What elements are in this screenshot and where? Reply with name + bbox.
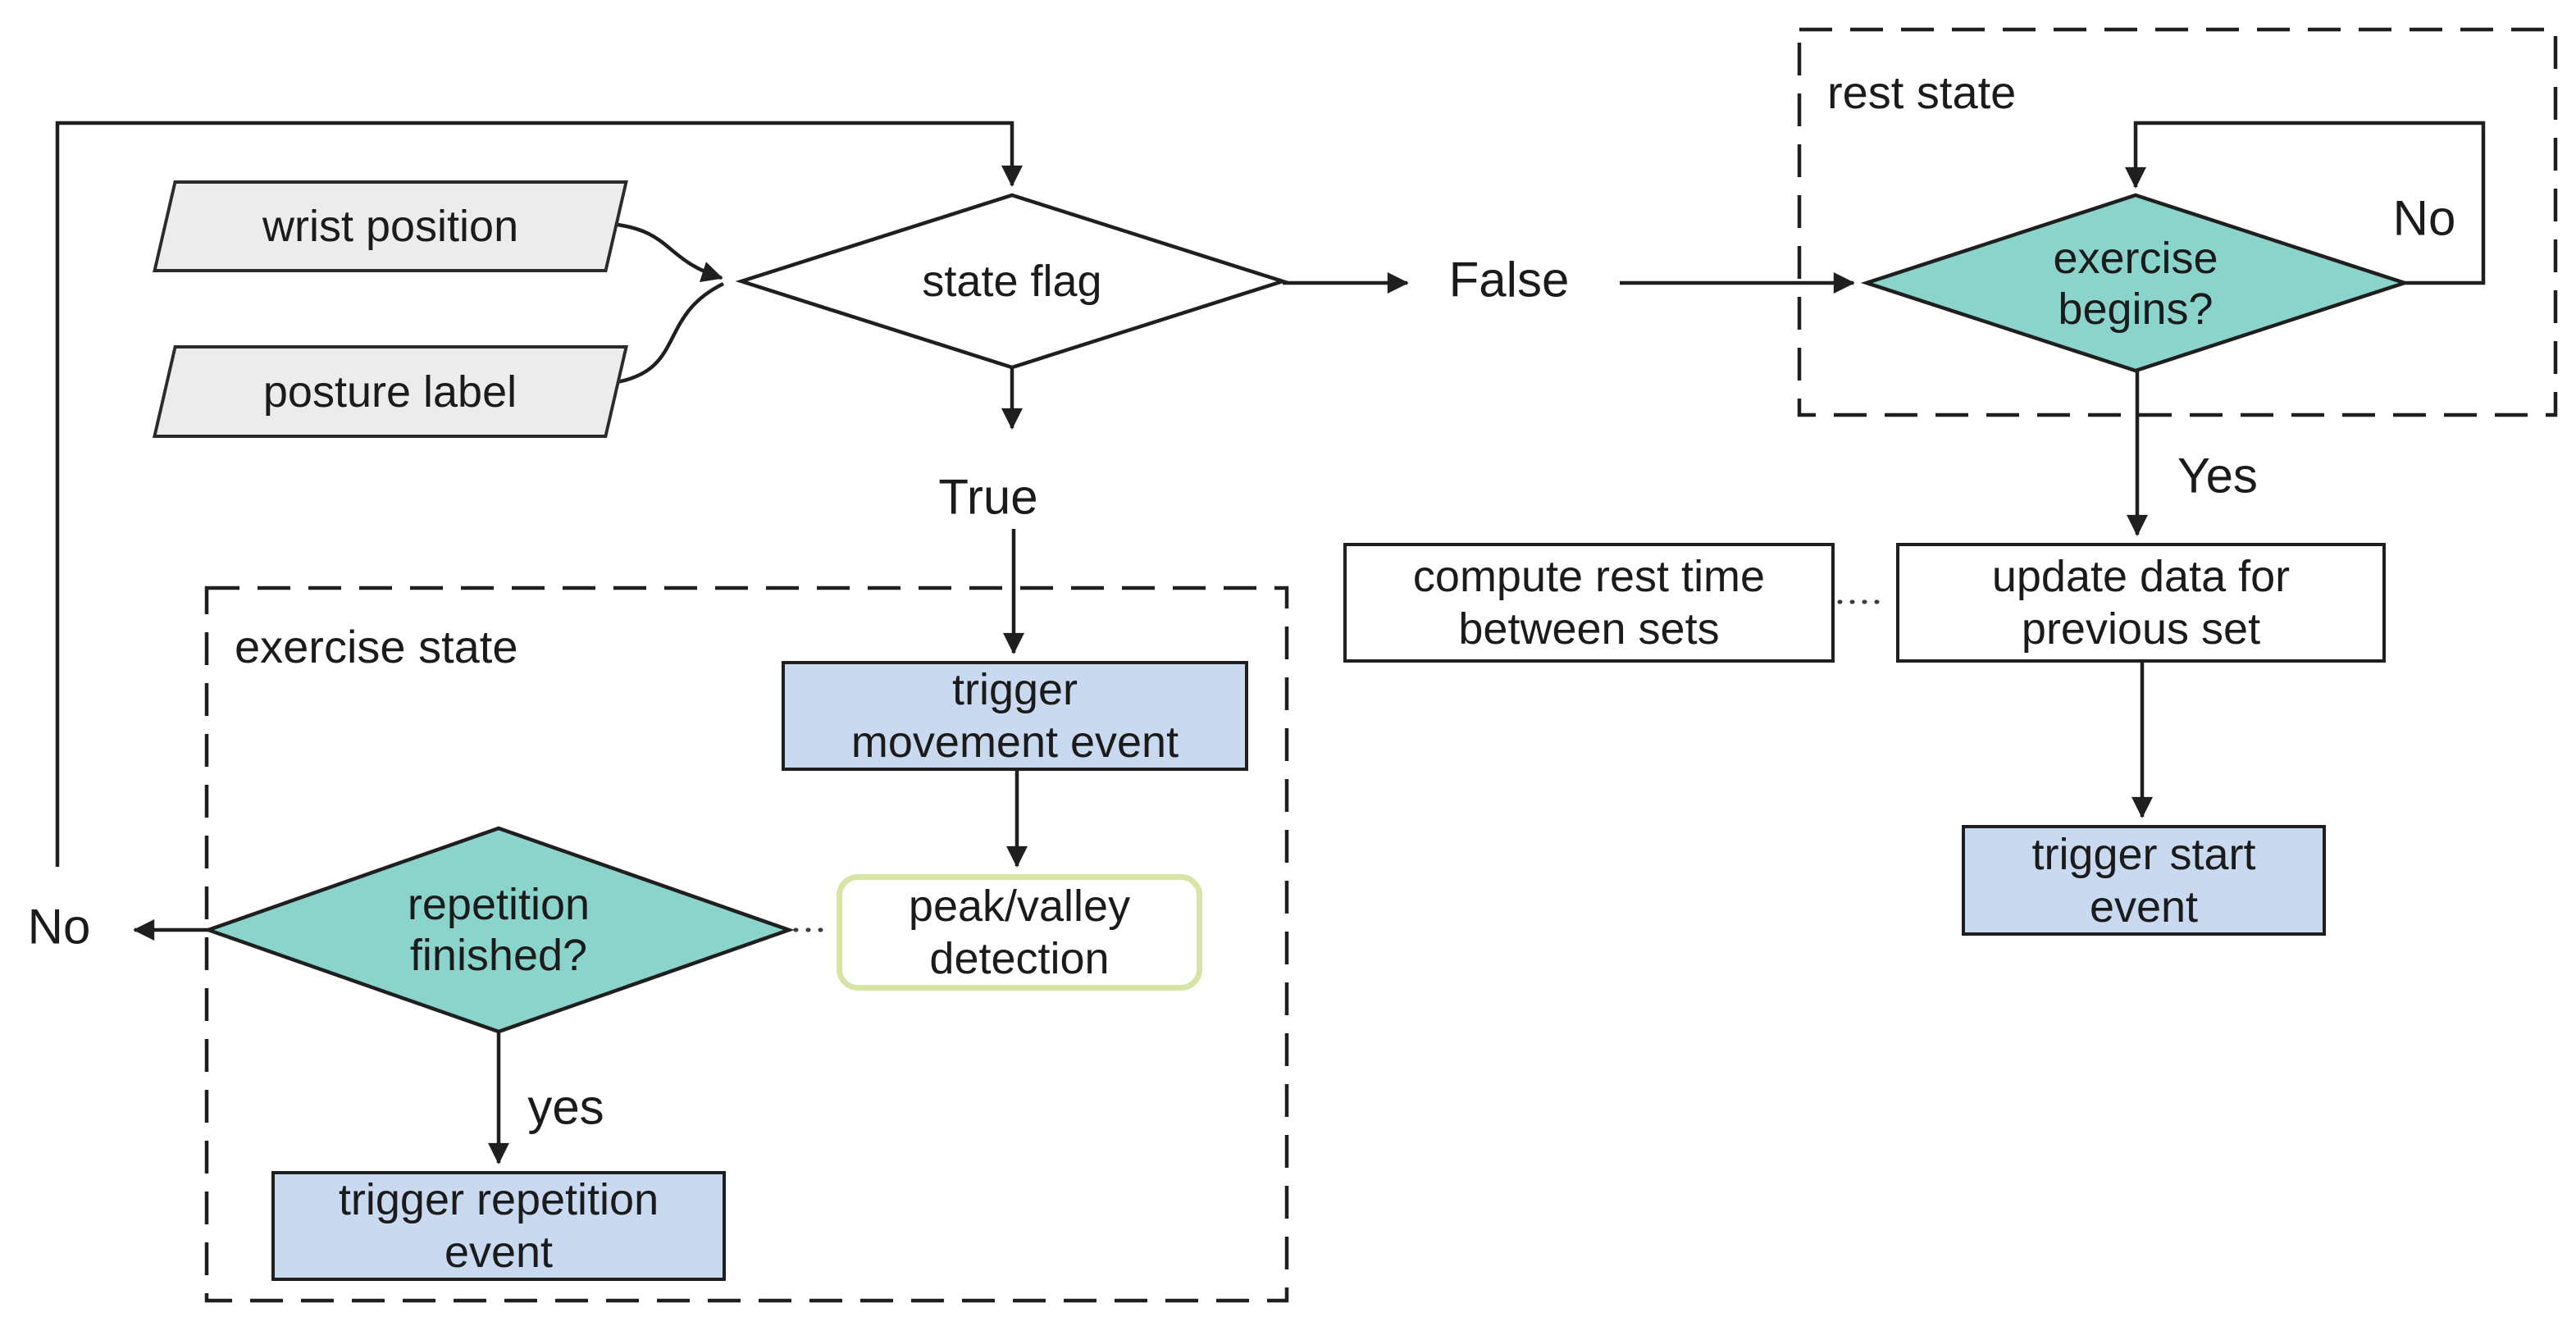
compute-rest-time-node: compute rest time between sets <box>1343 543 1835 663</box>
update-data-line1: update data for <box>1991 552 2291 601</box>
edge-wrist-position-to-state-flag <box>610 221 723 283</box>
posture-label-label: posture label <box>263 367 517 417</box>
trigger-repetition-line2: event <box>444 1228 554 1277</box>
peak-valley-line1: peak/valley <box>908 882 1131 931</box>
trigger-start-line2: event <box>2089 882 2199 932</box>
edge-no-feedback-to-state-flag <box>55 121 1023 867</box>
peak-valley-detection-node: peak/valley detection <box>837 874 1202 991</box>
edge-posture-label-to-state-flag <box>612 281 724 385</box>
posture-label-node: posture label <box>152 345 629 438</box>
label-no-rest-loop: No <box>2392 190 2456 246</box>
edge-exercise-begins-no-loop <box>2125 121 2486 285</box>
label-false: False <box>1448 252 1570 308</box>
exercise-state-title: exercise state <box>235 621 518 672</box>
compute-rest-line2: between sets <box>1458 604 1720 654</box>
rest-state-title: rest state <box>1827 66 2017 118</box>
repetition-finished-diamond <box>203 826 795 1034</box>
update-data-node: update data for previous set <box>1896 543 2386 663</box>
trigger-movement-event-node: trigger movement event <box>782 661 1248 771</box>
trigger-start-event-node: trigger start event <box>1962 825 2326 936</box>
state-flag-diamond <box>735 193 1289 370</box>
wrist-position-label: wrist position <box>262 202 519 251</box>
label-true: True <box>938 469 1038 525</box>
trigger-repetition-event-node: trigger repetition event <box>271 1171 726 1281</box>
label-yes-rest: Yes <box>2177 448 2258 504</box>
update-data-line2: previous set <box>2021 604 2261 654</box>
trigger-movement-line1: trigger <box>951 665 1078 714</box>
rest-state-container <box>1797 27 2558 417</box>
label-no-repetition: No <box>27 899 91 955</box>
exercise-begins-diamond <box>1860 193 2411 373</box>
label-yes-repetition: yes <box>527 1079 604 1135</box>
trigger-repetition-line1: trigger repetition <box>338 1175 659 1224</box>
peak-valley-line2: detection <box>929 934 1110 983</box>
exercise-state-container <box>204 586 1289 1303</box>
compute-rest-line1: compute rest time <box>1412 552 1766 601</box>
trigger-movement-line2: movement event <box>850 718 1179 767</box>
trigger-start-line1: trigger start <box>2031 829 2256 879</box>
wrist-position-node: wrist position <box>153 180 628 272</box>
